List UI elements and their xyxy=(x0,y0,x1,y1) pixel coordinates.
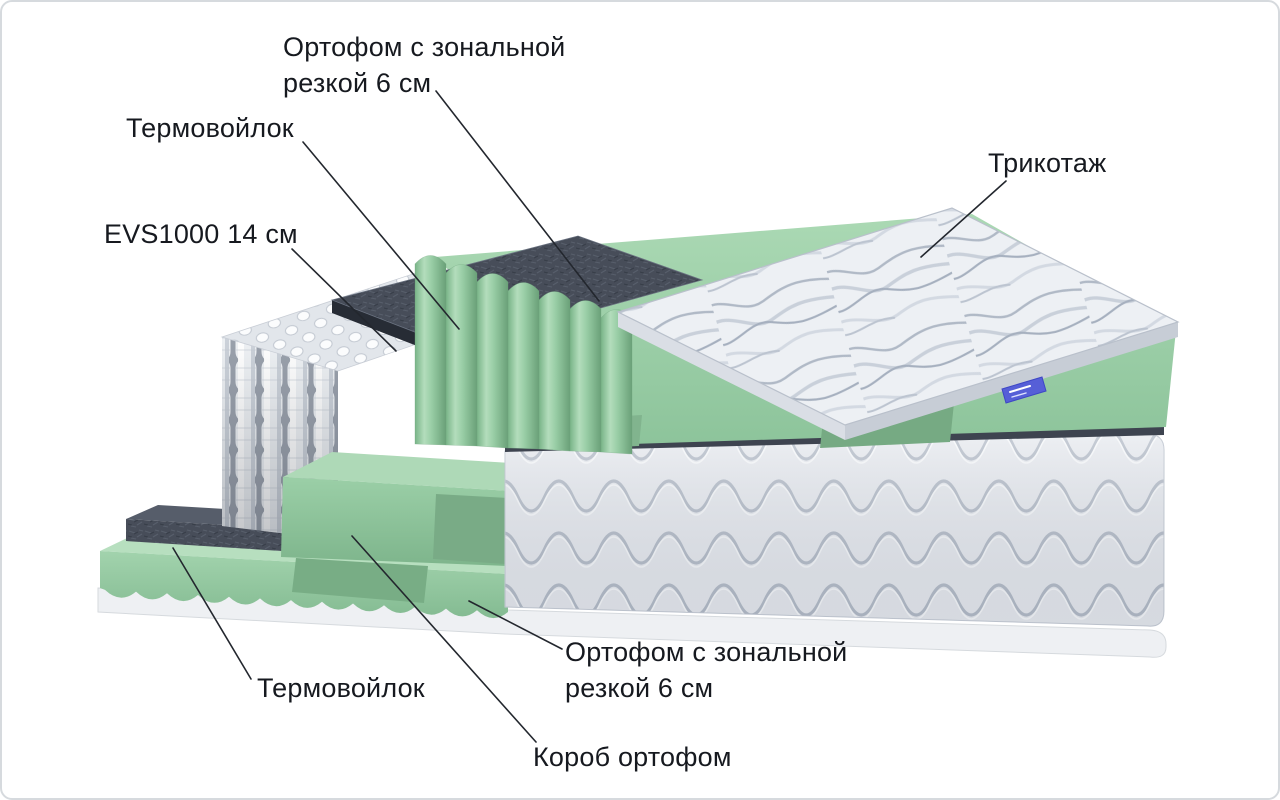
label-ortofoam-bottom-line1: Ортофом с зональной xyxy=(565,637,848,667)
foam-box-recess xyxy=(433,494,508,564)
bottom-foam-zonal-recess xyxy=(292,558,428,603)
top-foam-wavy-face xyxy=(414,255,633,455)
foam-box-layer xyxy=(281,452,560,566)
callout-ortofoam-top xyxy=(435,90,600,302)
callout-korob xyxy=(351,535,537,743)
quilted-side-panel xyxy=(504,423,1165,627)
label-thermofelt-top: Термовойлок xyxy=(126,113,294,143)
label-ortofoam-bottom: Ортофом с зональной резкой 6 см xyxy=(565,635,847,706)
callout-thermofelt-top xyxy=(302,141,460,330)
callout-thermofelt-bottom xyxy=(172,547,252,680)
callout-tricot xyxy=(920,180,1007,258)
callout-ortofoam-bottom xyxy=(468,600,563,650)
label-evs: EVS1000 14 см xyxy=(104,219,298,249)
brand-tag xyxy=(1001,376,1047,404)
label-ortofoam-top-line1: Ортофом с зональной xyxy=(283,32,566,62)
callout-evs xyxy=(291,248,397,352)
label-korob: Короб ортофом xyxy=(533,742,732,772)
label-tricot: Трикотаж xyxy=(988,148,1107,178)
quilted-top-cover xyxy=(616,207,1180,440)
label-ortofoam-bottom-line2: резкой 6 см xyxy=(565,672,714,703)
label-ortofoam-top-line2: резкой 6 см xyxy=(283,67,432,98)
label-thermofelt-bottom: Термовойлок xyxy=(257,673,425,703)
label-ortofoam-top: Ортофом с зональной резкой 6 см xyxy=(283,30,565,101)
